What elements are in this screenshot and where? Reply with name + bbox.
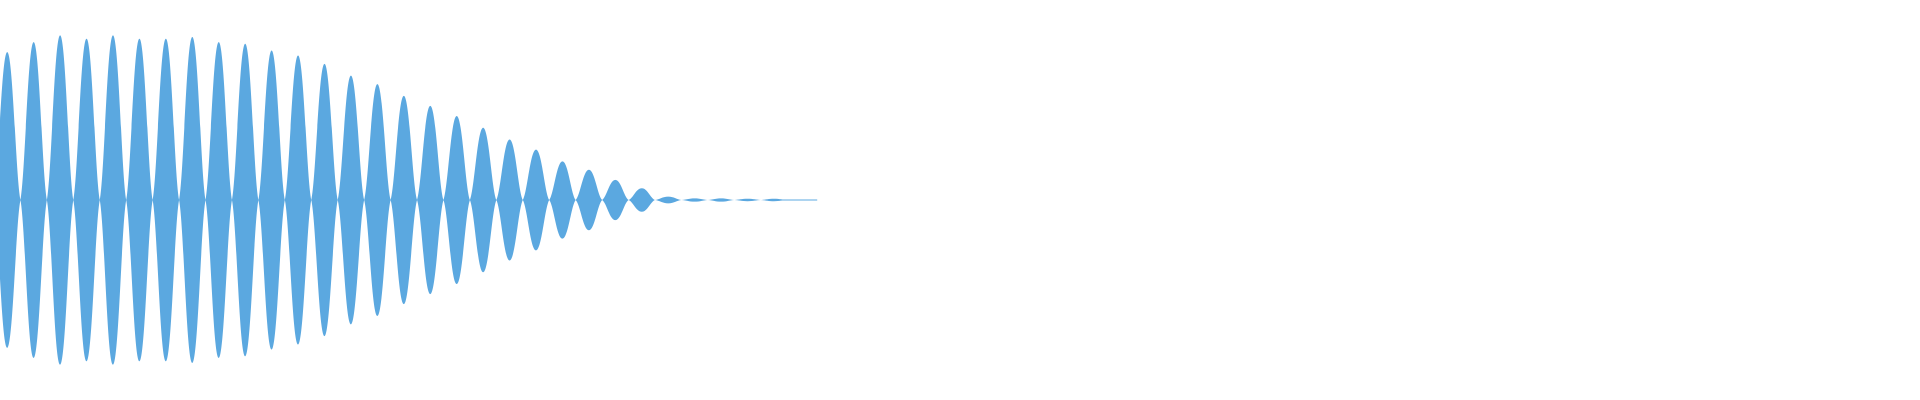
waveform-lobe [707, 198, 735, 202]
waveform-lobe [179, 37, 206, 363]
waveform-lobe [284, 55, 312, 345]
waveform-lobe [364, 84, 391, 316]
waveform-lobe [99, 35, 127, 365]
waveform-lobe [496, 139, 523, 261]
waveform-lobe [681, 198, 708, 202]
waveform-lobe [549, 161, 576, 239]
waveform-lobe [205, 42, 232, 358]
waveform-lobe [231, 43, 259, 357]
waveform-lobe [417, 105, 444, 295]
waveform-lobe [337, 75, 365, 325]
waveform-lobes [0, 35, 818, 365]
waveform-lobe [311, 63, 338, 337]
waveform-lobe [522, 149, 550, 251]
waveform-lobe [628, 188, 655, 212]
waveform-lobe [760, 198, 788, 202]
waveform-lobe [258, 50, 285, 350]
waveform-lobe [469, 127, 497, 273]
waveform-lobe [575, 169, 603, 231]
waveform-lobe [602, 179, 629, 221]
waveform-lobe [390, 95, 418, 305]
waveform-lobe [152, 38, 180, 362]
waveform-lobe [0, 52, 21, 348]
waveform-lobe [20, 42, 47, 358]
waveform-lobe [46, 35, 74, 365]
waveform-lobe [443, 116, 470, 284]
waveform-lobe [655, 196, 682, 204]
waveform-lobe [126, 38, 153, 362]
waveform-lobe [734, 198, 761, 202]
waveform-lobe [73, 38, 100, 362]
